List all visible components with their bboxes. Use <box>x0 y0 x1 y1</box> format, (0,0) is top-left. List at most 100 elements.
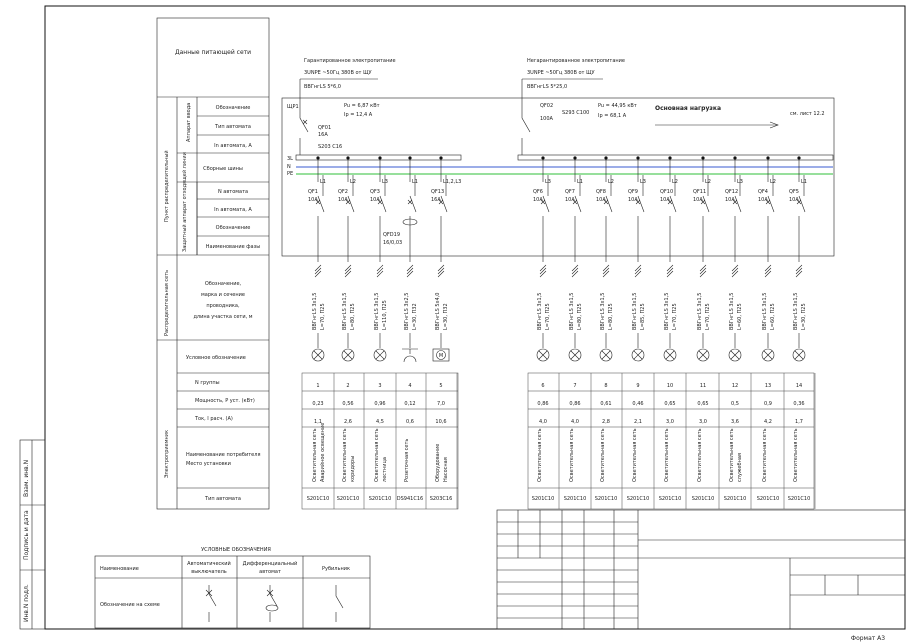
lamp-icon <box>311 348 325 362</box>
group-phase: L1 <box>412 179 418 185</box>
bus-tap <box>378 156 382 160</box>
breaker-contact <box>409 195 417 262</box>
group-number: 14 <box>796 383 802 389</box>
group-cable: ВВГнгLS 3х1,5 <box>664 293 670 330</box>
group-power: 0,65 <box>664 401 675 407</box>
group-power: 0,96 <box>374 401 385 407</box>
lamp-icon <box>631 348 645 362</box>
group-breaker: QF9 <box>628 189 638 195</box>
lamp-icon <box>761 348 775 362</box>
group-rating: 10А <box>693 197 703 203</box>
breaker-cross-icon <box>667 199 673 205</box>
lamp-icon <box>696 348 710 362</box>
sheet-frame <box>44 5 906 630</box>
breaker-contact <box>734 195 742 262</box>
group-current: 2,1 <box>634 419 642 425</box>
group-column <box>536 156 560 509</box>
group-consumer: Розеточная сеть <box>404 439 410 482</box>
input-row-0: Обозначение <box>216 105 251 111</box>
title-block <box>496 509 906 630</box>
group-rating: 10А <box>338 197 348 203</box>
group-breaker-type: S201C10 <box>788 496 811 502</box>
breaker-contact <box>574 195 582 262</box>
group-current: 3,6 <box>731 419 739 425</box>
group-breaker: QF6 <box>533 189 543 195</box>
group-power: 0,61 <box>600 401 611 407</box>
lamp-icon <box>728 348 742 362</box>
breaker-contact <box>379 195 387 262</box>
group-phase: L1 <box>320 179 326 185</box>
group-column <box>792 156 816 509</box>
bus-tap <box>733 156 737 160</box>
legend-col-name: Наименование <box>100 566 139 572</box>
group-number: 12 <box>732 383 738 389</box>
bus-tap <box>766 156 770 160</box>
group-breaker-type: S201C10 <box>532 496 555 502</box>
bus-tap <box>541 156 545 160</box>
bus-tap <box>604 156 608 160</box>
group-column <box>373 156 397 509</box>
group-rating: 10А <box>533 197 543 203</box>
group-number: 5 <box>439 383 442 389</box>
group-power: 0,46 <box>632 401 643 407</box>
group-length: L=80, П25 <box>577 303 583 330</box>
group-length: L=30, П32 <box>443 303 449 330</box>
group-power: 0,9 <box>764 401 772 407</box>
group-number: 10 <box>667 383 673 389</box>
group-rating: 10А <box>308 197 318 203</box>
group-consumer: Осветительная сеть <box>762 428 768 482</box>
symbol-row-label: Условное обозначение <box>186 355 246 361</box>
breaker-cross-icon <box>540 199 546 205</box>
stamp-text-0: Взам. инв.N <box>23 460 30 497</box>
stamp-text-2: Инв.N подл. <box>23 584 30 622</box>
group-current: 2,6 <box>344 419 352 425</box>
group-cable: ВВГнгLS 3х1,5 <box>569 293 575 330</box>
group-consumer: Осветительная сеть <box>697 428 703 482</box>
input2-rating: 100А <box>540 116 554 122</box>
group-breaker: QF13 <box>431 189 444 195</box>
group-breaker: QF11 <box>693 189 706 195</box>
group-cable: ВВГнгLS 3х1,5 <box>729 293 735 330</box>
breaker-cross-icon <box>572 199 578 205</box>
group-breaker-type: S201C10 <box>627 496 650 502</box>
legend-col-symbol: Обозначение на схеме <box>100 602 160 608</box>
group-consumer: Оборудование <box>435 444 441 482</box>
breaker-cross-icon <box>765 199 771 205</box>
group-current: 2,8 <box>602 419 610 425</box>
breaker-contact <box>798 195 806 262</box>
bus-tap <box>316 156 320 160</box>
lamp-icon <box>536 348 550 362</box>
breaker-contact <box>669 195 677 262</box>
group-number: 8 <box>604 383 607 389</box>
input1-cable: ВВГнгLS 5*6,0 <box>304 84 341 90</box>
bus-tap <box>408 156 412 160</box>
cable-ticks <box>634 264 642 278</box>
input-2: Негарантированное электропитание 3UNPE ~… <box>521 58 825 155</box>
input-1: Гарантированное электропитание 3UNPE ~50… <box>287 58 396 155</box>
input2-cable-info: 3UNPE ~50Гц 380В от ЩУ <box>527 70 595 76</box>
dist-text-2: проводника, <box>206 303 240 309</box>
busbars: 3L N PE <box>287 154 834 177</box>
bus-tap <box>439 156 443 160</box>
bus-tap <box>797 156 801 160</box>
group-consumer: лестница <box>382 457 388 482</box>
breaker-cross-icon <box>796 199 802 205</box>
group-consumer: Осветительная сеть <box>600 428 606 482</box>
group-phase: L2 <box>705 179 711 185</box>
group-consumer: Аварийное освещение <box>319 423 326 482</box>
group-length: L=110, П25 <box>382 300 388 330</box>
input2-ref: см. лист 12.2 <box>790 111 825 117</box>
group-breaker: QF5 <box>789 189 799 195</box>
group-current: 4,2 <box>764 419 772 425</box>
group-breaker: QF7 <box>565 189 575 195</box>
group-number: 4 <box>408 383 411 389</box>
group-power: 0,36 <box>793 401 804 407</box>
group-rating: 10А <box>660 197 670 203</box>
group-cable: ВВГнгLS 3х1,5 <box>312 293 318 330</box>
breaker-cross-icon <box>635 199 641 205</box>
bus-label-3l: 3L <box>287 156 293 162</box>
cable-ticks <box>602 264 610 278</box>
group-current: 1,7 <box>795 419 803 425</box>
group-breaker-type: S201C10 <box>337 496 360 502</box>
legend-item-1-b: автомат <box>259 569 281 575</box>
